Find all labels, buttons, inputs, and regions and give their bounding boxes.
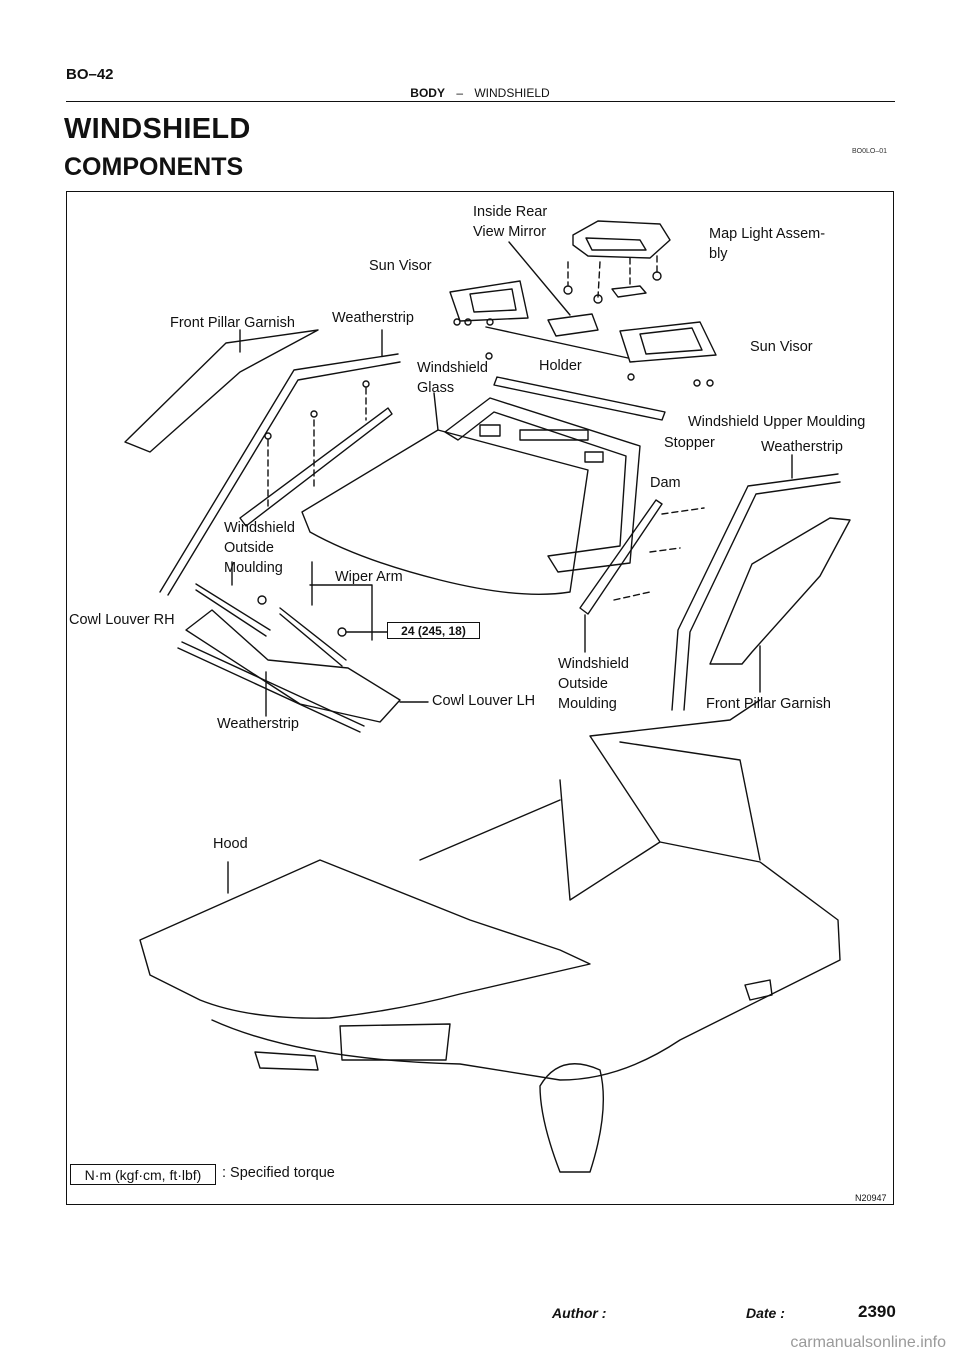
windshield-upper-moulding-drawing — [493, 376, 666, 421]
page-title: WINDSHIELD — [64, 113, 251, 145]
legend-description: : Specified torque — [222, 1165, 335, 1181]
label-weatherstrip-top: Weatherstrip — [332, 310, 414, 326]
front-pillar-garnish-left-drawing — [124, 329, 319, 453]
windshield-glass-drawing — [301, 429, 589, 595]
header-subsection: WINDSHIELD — [474, 86, 550, 100]
label-hood: Hood — [213, 836, 248, 852]
sun-visor-left-drawing — [449, 280, 529, 322]
watermark: carmanualsonline.info — [0, 1334, 960, 1358]
windshield-outside-moulding-left-drawing — [239, 407, 393, 527]
section-code: BO–42 — [66, 66, 114, 83]
label-cowl-louver-rh: Cowl Louver RH — [69, 612, 175, 628]
legend-unit-box: N·m (kgf·cm, ft·lbf) — [70, 1164, 216, 1185]
label-dam: Dam — [650, 475, 681, 491]
dam-drawing — [444, 397, 641, 573]
footer-date-label: Date : — [746, 1305, 785, 1321]
label-wiper-arm: Wiper Arm — [335, 569, 403, 585]
stopper-drawing — [479, 424, 501, 437]
doc-id: BO0LO–01 — [852, 148, 888, 155]
label-windshield-glass: Windshield Glass — [417, 360, 488, 396]
torque-spec-box: 24 (245, 18) — [387, 622, 480, 639]
label-windshield-outside-moulding-right: Windshield Outside Moulding — [558, 656, 629, 712]
label-windshield-upper-moulding: Windshield Upper Moulding — [688, 414, 866, 430]
label-map-light-assembly: Map Light Assem- bly — [709, 226, 826, 262]
label-holder: Holder — [539, 358, 582, 374]
header-separator: – — [456, 86, 463, 100]
weatherstrip-right-drawing — [671, 473, 841, 711]
page-number: 2390 — [858, 1302, 896, 1321]
car-body-drawing — [211, 699, 841, 1081]
label-front-pillar-garnish-right: Front Pillar Garnish — [706, 696, 831, 712]
sun-visor-right-drawing — [619, 321, 717, 363]
header-rule — [66, 101, 895, 102]
label-cowl-louver-lh: Cowl Louver LH — [432, 693, 536, 709]
label-weatherstrip-right: Weatherstrip — [761, 439, 843, 455]
footer-author-label: Author : — [552, 1305, 607, 1321]
wiper-arm-drawing — [195, 583, 347, 667]
weatherstrip-top-drawing — [159, 353, 401, 596]
windshield-outside-moulding-right-drawing — [579, 499, 663, 615]
map-light-assembly-drawing — [563, 220, 671, 304]
label-sun-visor-right: Sun Visor — [750, 339, 813, 355]
front-pillar-garnish-right-drawing — [709, 517, 851, 665]
watermark-text: carmanualsonline.info — [790, 1334, 946, 1351]
cowl-louver-drawing — [185, 609, 401, 723]
diagram-frame — [66, 191, 894, 1205]
label-sun-visor-left: Sun Visor — [369, 258, 432, 274]
page-subtitle: COMPONENTS — [64, 153, 244, 181]
label-stopper: Stopper — [664, 435, 715, 451]
header-section: BODY — [410, 86, 445, 100]
rear-view-mirror-drawing — [547, 313, 599, 337]
label-inside-rear-view-mirror: Inside Rear View Mirror — [473, 204, 548, 240]
label-weatherstrip-bottom: Weatherstrip — [217, 716, 299, 732]
figure-id: N20947 — [855, 1193, 887, 1203]
running-header: BODY – WINDSHIELD — [0, 86, 960, 100]
label-windshield-outside-moulding-left: Windshield Outside Moulding — [224, 520, 295, 576]
hood-drawing — [139, 859, 591, 1019]
label-front-pillar-garnish-left: Front Pillar Garnish — [170, 315, 295, 331]
